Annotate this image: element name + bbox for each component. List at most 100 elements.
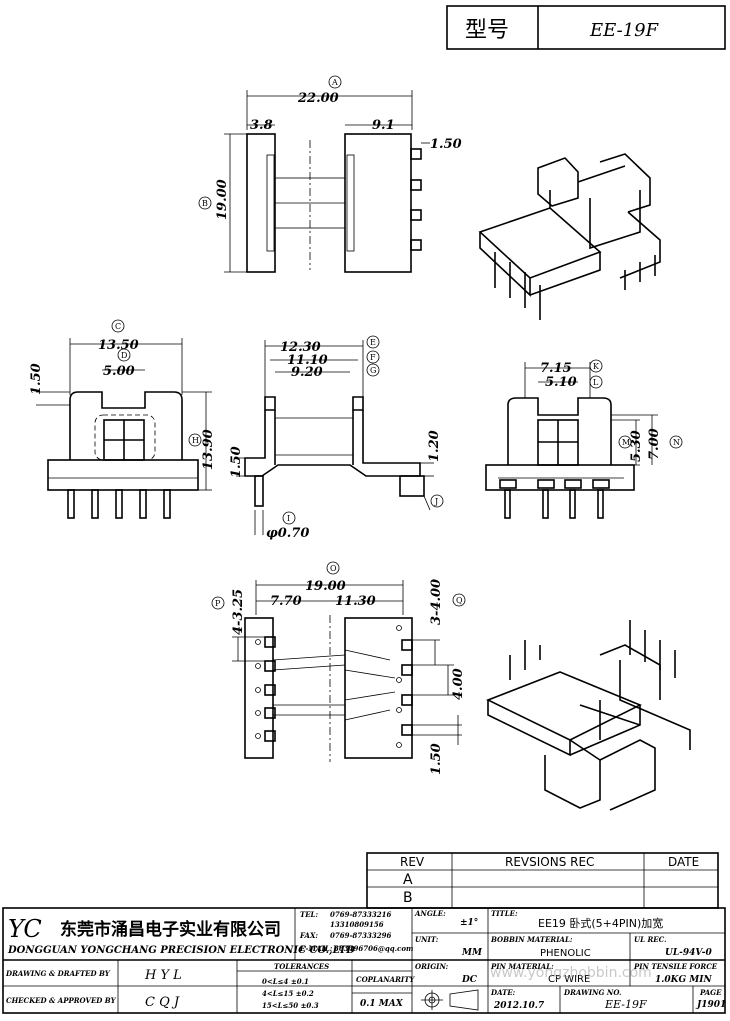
checked-label: CHECKED & APPROVED BY <box>6 996 117 1005</box>
drawing-no-label: DRAWING NO. <box>563 988 621 997</box>
dim-o-left: 7.70 <box>270 594 302 609</box>
dim-l: 5.10 <box>545 375 577 390</box>
angle-label: ANGLE: <box>414 909 446 918</box>
email-value: 363496706@qq.com <box>334 944 413 953</box>
view-iso-1 <box>478 153 661 320</box>
dim-a-right: 9.1 <box>372 118 395 133</box>
view-top: 22.00 A 3.8 9.1 1.50 19.00 B <box>198 75 462 273</box>
dim-a-left: 3.8 <box>250 118 273 133</box>
ul-value: UL-94V-0 <box>665 948 713 958</box>
rev-col-rec: REVSIONS REC <box>505 855 594 869</box>
dim-height-b: 19.00 <box>215 179 230 220</box>
svg-text:Q: Q <box>456 596 463 605</box>
coplanarity-value: 0.1 MAX <box>360 999 404 1009</box>
bobbin-value: PHENOLIC <box>540 948 591 959</box>
origin-value: DC <box>461 975 478 985</box>
view-bottom: 19.00 O 7.70 11.30 <box>211 561 466 775</box>
dim-n: 7.00 <box>647 428 662 460</box>
dim-e: 12.30 <box>280 340 321 355</box>
dim-k: 7.15 <box>540 361 572 376</box>
front-pins <box>67 489 171 519</box>
projection-symbol-icon <box>421 989 479 1011</box>
tel-value-2: 13310809156 <box>330 920 384 929</box>
dim-h: 13.90 <box>201 429 216 470</box>
watermark: www.yongzhobbin.com <box>490 965 652 981</box>
dim-m: 5.30 <box>629 430 644 462</box>
dim-f: 11.10 <box>287 353 328 368</box>
model-header: 型号 EE-19F <box>446 5 726 50</box>
drawn-label: DRAWING & DRAFTED BY <box>5 969 111 978</box>
view-iso-2 <box>486 620 691 811</box>
view-front: 13.50 C 5.00 D 1.50 13.90 H <box>29 319 216 519</box>
dim-pitch: 4.00 <box>451 668 466 700</box>
dim-d: 5.00 <box>103 364 135 379</box>
dim-o-right: 11.30 <box>335 594 376 609</box>
coplanarity-label: COPLANARITY <box>356 975 415 984</box>
view-side: 12.30 E 11.10 F 9.20 G 1.50 1.20 J I φ0.… <box>229 335 444 541</box>
tensile-value: 1.0KG MIN <box>655 975 712 985</box>
title-block: YC 东莞市涌昌电子实业有限公司 DONGGUAN YONGCHANG PREC… <box>2 907 726 1014</box>
dim-o: 19.00 <box>305 579 346 594</box>
email-label: E-MAIL: <box>299 944 333 953</box>
svg-text:E: E <box>370 338 376 347</box>
page-value: J1901 <box>695 1000 726 1010</box>
dim-p: 4-3.25 <box>231 589 246 635</box>
tolerances-label: TOLERANCES <box>274 962 329 971</box>
end-pins <box>499 479 610 519</box>
svg-text:D: D <box>121 351 127 360</box>
date-value: 2012.10.7 <box>493 1001 545 1011</box>
drawing-no-value: EE-19F <box>604 998 647 1011</box>
unit-label: UNIT: <box>415 935 439 944</box>
model-label: 型号 <box>465 18 509 43</box>
pin-label: PIN MATERIAL: <box>490 962 554 971</box>
svg-text:C: C <box>115 322 121 331</box>
rev-col-date: DATE <box>668 855 699 869</box>
svg-text:J: J <box>434 497 438 506</box>
svg-text:G: G <box>370 366 376 375</box>
company-name-en: DONGGUAN YONGCHANG PRECISION ELECTRONIC … <box>7 945 355 956</box>
origin-label: ORIGIN: <box>415 962 449 971</box>
angle-value: ±1° <box>460 918 478 928</box>
rev-row-a: A <box>403 872 413 888</box>
fax-label: FAX: <box>299 931 318 940</box>
tel-value: 0769-87333216 <box>330 910 391 919</box>
dim-mid-right: 1.20 <box>427 430 442 462</box>
svg-text:B: B <box>202 199 208 208</box>
bottom-left-pins <box>255 636 276 742</box>
fax-value: 0769-87333296 <box>330 931 391 940</box>
model-value: EE-19F <box>589 20 660 41</box>
tolerance-1: 0<L≤4 ±0.1 <box>262 977 309 986</box>
svg-text:K: K <box>593 362 600 371</box>
rev-row-b: B <box>403 890 413 906</box>
company-name-cn: 东莞市涌昌电子实业有限公司 <box>60 919 281 940</box>
tensile-label: PIN TENSILE FORCE <box>633 962 718 971</box>
pin-value: CP WIRE <box>548 974 590 985</box>
view-end: 7.15 K 5.10 L 5.30 M 7.00 N <box>485 359 683 519</box>
drawn-value: H Y L <box>144 968 182 983</box>
dim-bottom-left: 1.50 <box>429 743 444 775</box>
tolerance-2: 4<L≤15 ±0.2 <box>262 989 314 998</box>
dim-mid-left: 1.50 <box>229 446 244 478</box>
date-label: DATE: <box>490 988 516 997</box>
title-value: EE19 卧式(5+4PIN)加宽 <box>538 916 663 930</box>
ul-label: UL REC. <box>634 935 667 944</box>
page-label: PAGE <box>699 988 722 997</box>
svg-text:O: O <box>330 564 337 573</box>
dim-c: 13.50 <box>98 338 139 353</box>
checked-value: C Q J <box>145 995 180 1010</box>
dim-q: 3-4.00 <box>429 579 444 625</box>
dim-pin-w: 1.50 <box>430 137 462 152</box>
dim-side-left: 1.50 <box>29 363 44 395</box>
bobbin-label: BOBBIN MATERIAL: <box>490 935 573 944</box>
rev-col-rev: REV <box>400 855 425 869</box>
tel-label: TEL: <box>300 910 318 919</box>
svg-text:F: F <box>370 353 376 362</box>
svg-text:I: I <box>287 514 290 523</box>
svg-text:L: L <box>593 378 599 387</box>
dim-pin-dia: φ0.70 <box>266 526 309 541</box>
svg-text:M: M <box>622 438 630 447</box>
svg-text:P: P <box>215 599 221 608</box>
title-label: TITLE: <box>491 909 518 918</box>
revisions-table: REV REVSIONS REC DATE A B <box>366 852 719 909</box>
